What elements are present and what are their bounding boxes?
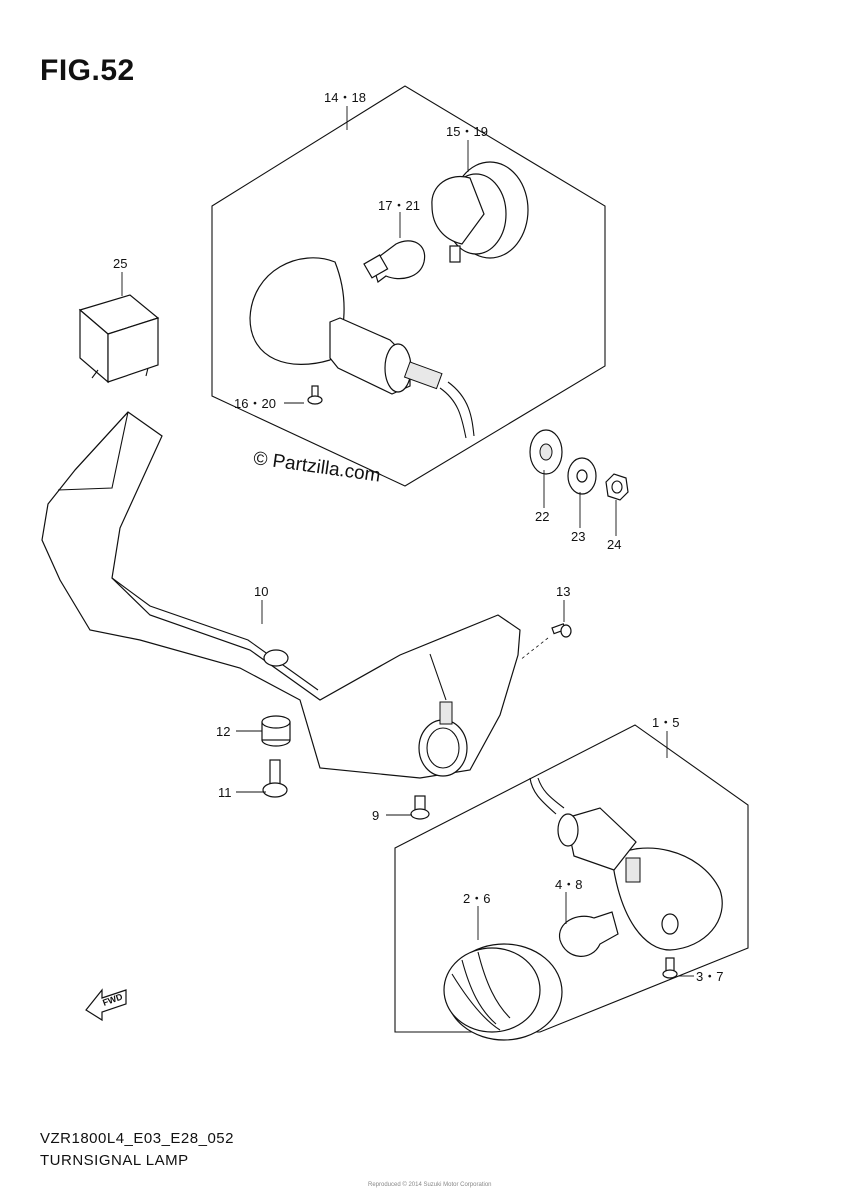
upper-group-outline bbox=[211, 85, 606, 487]
leader-lines bbox=[121, 106, 694, 977]
callout-13: 13 bbox=[556, 584, 570, 599]
bolt-11-part bbox=[262, 759, 288, 798]
screw-16-20-part bbox=[307, 385, 323, 405]
screw-3-7-part bbox=[662, 957, 678, 979]
figure-title: FIG.52 bbox=[40, 54, 135, 87]
front-lamp-housing-part bbox=[529, 777, 723, 951]
callout-15-19: 15・19 bbox=[446, 124, 488, 139]
forward-arrow-icon: FWD bbox=[85, 988, 127, 1022]
callout-25: 25 bbox=[113, 256, 127, 271]
footer-note: Reproduced © 2014 Suzuki Motor Corporati… bbox=[368, 1182, 492, 1188]
callout-16-20: 16・20 bbox=[234, 396, 276, 411]
callout-22: 22 bbox=[535, 509, 549, 524]
lamp-housing-part bbox=[249, 257, 475, 439]
callout-4-8: 4・8 bbox=[555, 877, 582, 892]
callout-14-18: 14・18 bbox=[324, 90, 366, 105]
washer-23-part bbox=[567, 457, 597, 495]
lower-group-outline bbox=[394, 724, 749, 1033]
callout-3-7: 3・7 bbox=[696, 969, 723, 984]
screw-9-part bbox=[410, 795, 430, 820]
callout-23: 23 bbox=[571, 529, 585, 544]
callout-10: 10 bbox=[254, 584, 268, 599]
callout-17-21: 17・21 bbox=[378, 198, 420, 213]
screw-13-part bbox=[519, 623, 572, 661]
callout-11: 11 bbox=[218, 785, 232, 800]
diagram-title: TURNSIGNAL LAMP bbox=[40, 1152, 189, 1169]
callout-12: 12 bbox=[216, 724, 230, 739]
diagram-code: VZR1800L4_E03_E28_052 bbox=[40, 1130, 234, 1147]
front-bulb-part bbox=[559, 911, 619, 957]
bulb-part bbox=[363, 240, 426, 283]
bracket-part bbox=[41, 411, 521, 779]
washer-22-part bbox=[529, 429, 563, 475]
nut-24-part bbox=[605, 473, 629, 501]
lens-part bbox=[443, 943, 563, 1041]
callout-24: 24 bbox=[607, 537, 621, 552]
bulb-socket-part bbox=[431, 161, 529, 263]
relay-unit-part bbox=[78, 294, 160, 384]
callout-1-5: 1・5 bbox=[652, 715, 679, 730]
grommet-12-part bbox=[261, 715, 291, 747]
callout-2-6: 2・6 bbox=[463, 891, 490, 906]
callout-9: 9 bbox=[372, 808, 379, 823]
